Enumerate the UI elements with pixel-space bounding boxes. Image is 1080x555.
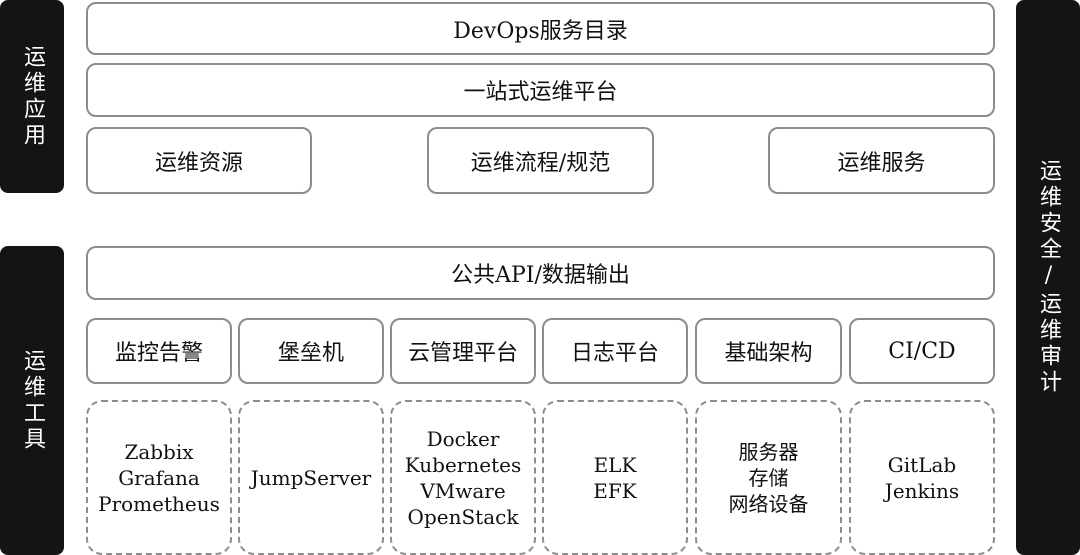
public-api-box: 公共API/数据输出: [86, 246, 995, 300]
tool-item: 存储: [748, 465, 789, 490]
tools-monitoring-box: Zabbix Grafana Prometheus: [86, 400, 232, 555]
ops-services-box: 运维服务: [768, 127, 995, 194]
tools-bastion-box: JumpServer: [238, 400, 384, 555]
category-bastion-box: 堡垒机: [238, 318, 384, 384]
tools-cloud-mgmt-box: Docker Kubernetes VMware OpenStack: [390, 400, 536, 555]
tool-item: Docker: [426, 426, 500, 451]
tool-item: OpenStack: [407, 504, 519, 529]
category-monitoring-box: 监控告警: [86, 318, 232, 384]
tool-item: Prometheus: [98, 491, 220, 516]
tool-item: Grafana: [118, 465, 200, 490]
tools-log-platform-box: ELK EFK: [542, 400, 688, 555]
tool-item: JumpServer: [250, 465, 372, 490]
ops-process-box: 运维流程/规范: [427, 127, 654, 194]
tool-item: Jenkins: [884, 478, 960, 503]
ops-platform-box: 一站式运维平台: [86, 63, 995, 117]
ops-resources-box: 运维资源: [86, 127, 312, 194]
tool-item: GitLab: [887, 452, 957, 477]
tool-item: Zabbix: [124, 439, 194, 464]
side-label-ops-tools-text: 运维工具: [20, 348, 45, 453]
category-cloud-mgmt-box: 云管理平台: [390, 318, 536, 384]
side-label-ops-apps: 运维应用: [0, 0, 64, 193]
tool-item: Kubernetes: [404, 452, 522, 477]
tool-item: 网络设备: [728, 491, 809, 516]
tools-cicd-box: GitLab Jenkins: [849, 400, 995, 555]
tools-infrastructure-box: 服务器 存储 网络设备: [695, 400, 842, 555]
side-label-ops-tools: 运维工具: [0, 246, 64, 555]
tool-item: EFK: [593, 478, 637, 503]
service-catalog-box: DevOps服务目录: [86, 2, 995, 55]
category-log-platform-box: 日志平台: [542, 318, 688, 384]
tool-item: VMware: [420, 478, 506, 503]
tool-item: ELK: [593, 452, 637, 477]
category-cicd-box: CI/CD: [849, 318, 995, 384]
tool-item: 服务器: [738, 439, 799, 464]
side-label-ops-security: 运维安全/运维审计: [1016, 0, 1080, 555]
category-infrastructure-box: 基础架构: [695, 318, 842, 384]
side-label-ops-security-text: 运维安全/运维审计: [1036, 159, 1061, 396]
side-label-ops-apps-text: 运维应用: [20, 44, 45, 149]
